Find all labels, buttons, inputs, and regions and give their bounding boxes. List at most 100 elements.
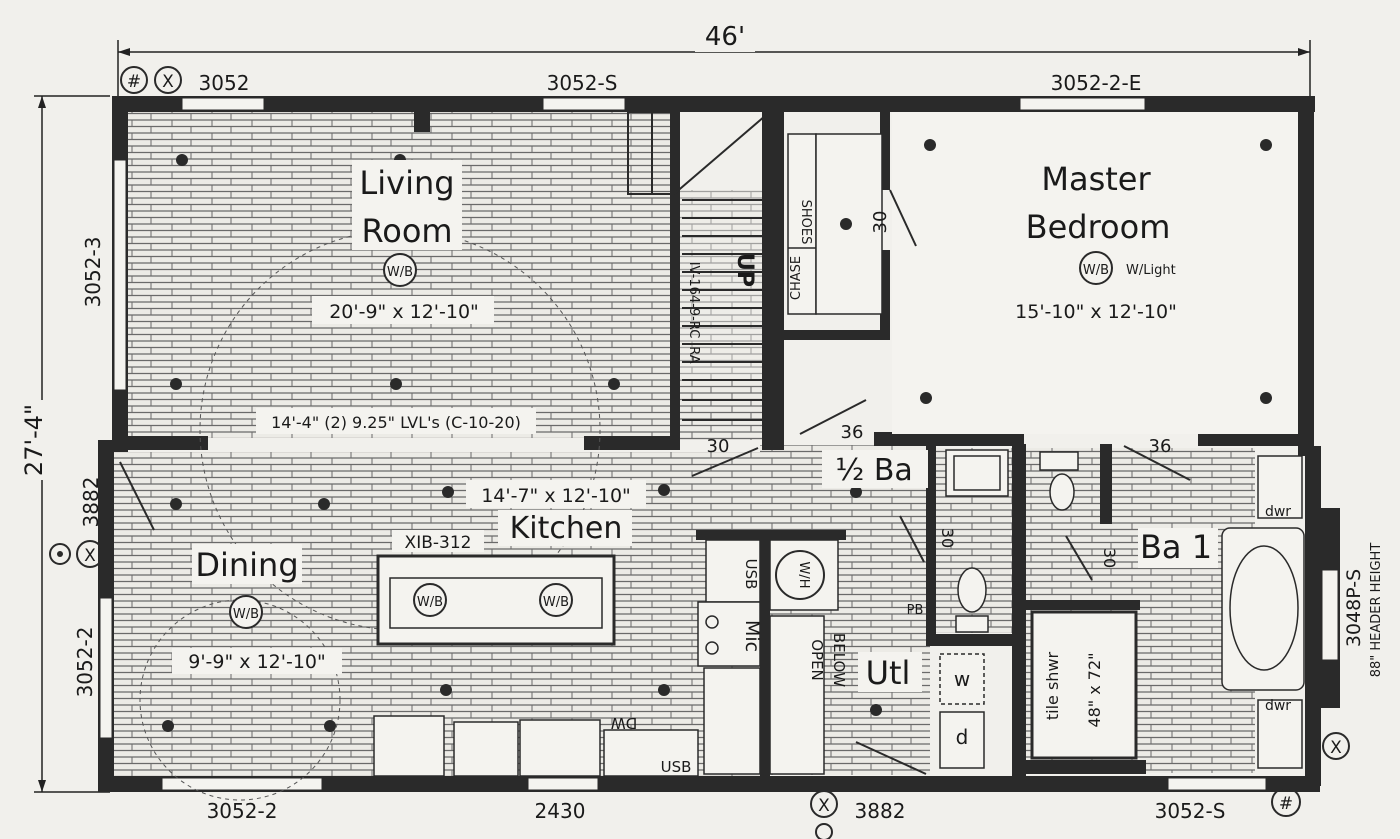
window-openings [99, 97, 1339, 791]
svg-text:W/B: W/B [417, 595, 443, 610]
window-bottom-mid: 2430 [535, 799, 586, 823]
kitchen-label-bg [498, 510, 632, 546]
dining-label-bg [192, 544, 302, 584]
interior-walls [112, 110, 1308, 784]
window-top-mid: 3052-S [547, 71, 618, 95]
water-heater [775, 550, 825, 600]
svg-text:d: d [956, 725, 969, 749]
dining-size-bg [172, 648, 342, 674]
svg-text:#: # [1279, 794, 1293, 814]
door-right: 3048P-S [1343, 569, 1365, 647]
svg-text:X: X [1330, 738, 1342, 758]
door-right-note: 88" HEADER HEIGHT [1369, 543, 1384, 678]
window-top-right: 3052-2-E [1051, 71, 1142, 95]
kitchen-label: Kitchen [510, 511, 623, 546]
master-line2: Bedroom [1026, 208, 1171, 246]
microwave-label: Mic [741, 620, 763, 652]
island-label: XIB-312 [405, 533, 472, 553]
water-heater-label: W/H [796, 561, 811, 588]
shower-label: tile shwr [1043, 651, 1062, 720]
x-marker-top: X [154, 66, 182, 94]
shoes-label: SHOES [798, 200, 813, 245]
x-marker-bottom: X [810, 790, 838, 839]
kitchen-size: 14'-7" x 12'-10" [481, 485, 631, 507]
wb-fixture-island-right: W/B [539, 583, 573, 617]
bath1-door-size: 30 [1100, 548, 1119, 568]
drawer-label-1: dwr [1265, 504, 1291, 520]
living-size-bg [312, 296, 494, 324]
living-label-bg [352, 160, 462, 250]
wb-fixture-island-left: W/B [413, 583, 447, 617]
stair-door-size: 30 [707, 436, 730, 457]
window-top-left: 3052 [199, 71, 250, 95]
beam-note: 14'-4" (2) 9.25" LVL's (C-10-20) [271, 413, 521, 432]
wb-fixture-dining: W/B [229, 595, 263, 629]
window-bottom-right: 3052-S [1155, 799, 1226, 823]
usb-label-2: USB [661, 758, 692, 776]
living-room-line1: Living [359, 164, 454, 202]
half-bath-label-bg [822, 450, 928, 488]
master-size: 15'-10" x 12'-10" [1015, 301, 1177, 323]
dining-fan-arc [139, 599, 341, 801]
bath-door-size: 36 [1149, 436, 1172, 457]
svg-text:X: X [162, 72, 174, 92]
svg-text:W/B: W/B [387, 265, 413, 280]
svg-text:W/B: W/B [233, 607, 259, 622]
half-bath-door-size: 30 [938, 528, 957, 548]
utility-label-bg [858, 652, 922, 692]
door-swings [119, 189, 1191, 775]
window-left-upper: 3052-3 [81, 237, 105, 308]
master-closet-door-size: 30 [870, 211, 891, 234]
stair-ra-label: RA [686, 346, 701, 364]
utility-label: Utl [866, 654, 911, 692]
wb-fixture-living: W/B [383, 253, 417, 287]
dining-size: 9'-9" x 12'-10" [188, 651, 326, 673]
stair-code-label: IV-164-9-RC [686, 262, 701, 339]
window-left-lower: 3052-2 [73, 627, 97, 698]
drawer-label-2: dwr [1265, 698, 1291, 714]
dishwasher-label: DW [611, 714, 638, 732]
width-dimension: 46' [117, 22, 1311, 98]
depth-label: 27'-4" [20, 404, 48, 476]
master-line1: Master [1041, 160, 1151, 198]
bath1-label: Ba 1 [1140, 528, 1212, 566]
door-bottom: 3882 [855, 799, 906, 823]
width-label: 46' [705, 22, 745, 52]
window-bottom-left: 3052-2 [207, 799, 278, 823]
svg-text:W/B: W/B [1083, 263, 1109, 278]
x-marker-left: X [49, 540, 104, 568]
dryer: d [939, 711, 985, 769]
half-bath-fixtures [945, 449, 1009, 633]
cooktop [705, 615, 719, 655]
open-below-label-1: OPEN [808, 639, 826, 681]
bath1-label-bg [1138, 528, 1218, 568]
master-fixture-note: W/Light [1126, 263, 1176, 278]
svg-text:X: X [84, 546, 96, 566]
open-below-area [769, 615, 825, 775]
staircase [627, 111, 766, 421]
wb-fixture-master: W/B [1079, 251, 1113, 285]
living-room-size: 20'-9" x 12'-10" [329, 301, 479, 323]
svg-text:W/B: W/B [543, 595, 569, 610]
pb-label: PB [907, 603, 924, 618]
hash-marker-bottom: # [1271, 787, 1301, 817]
svg-text:w: w [954, 667, 970, 691]
master-door-size: 36 [841, 422, 864, 443]
usb-label-1: USB [742, 559, 760, 590]
x-marker-right: X [1322, 732, 1350, 760]
ceiling-lights [162, 139, 1272, 751]
door-left-mid: 3882 [79, 477, 103, 528]
svg-text:#: # [127, 72, 141, 92]
hash-marker-top: # [120, 66, 148, 94]
shower-size: 48" x 72" [1085, 652, 1104, 727]
chase-label: CHASE [789, 256, 804, 300]
dining-label: Dining [195, 546, 298, 584]
half-bath-label: ½ Ba [835, 453, 913, 488]
open-below-label-2: BELOW [830, 633, 848, 687]
washer: w [939, 653, 985, 705]
depth-dimension: 27'-4" [20, 95, 110, 793]
bath1-fixtures [1039, 451, 1305, 769]
svg-text:X: X [818, 796, 830, 816]
